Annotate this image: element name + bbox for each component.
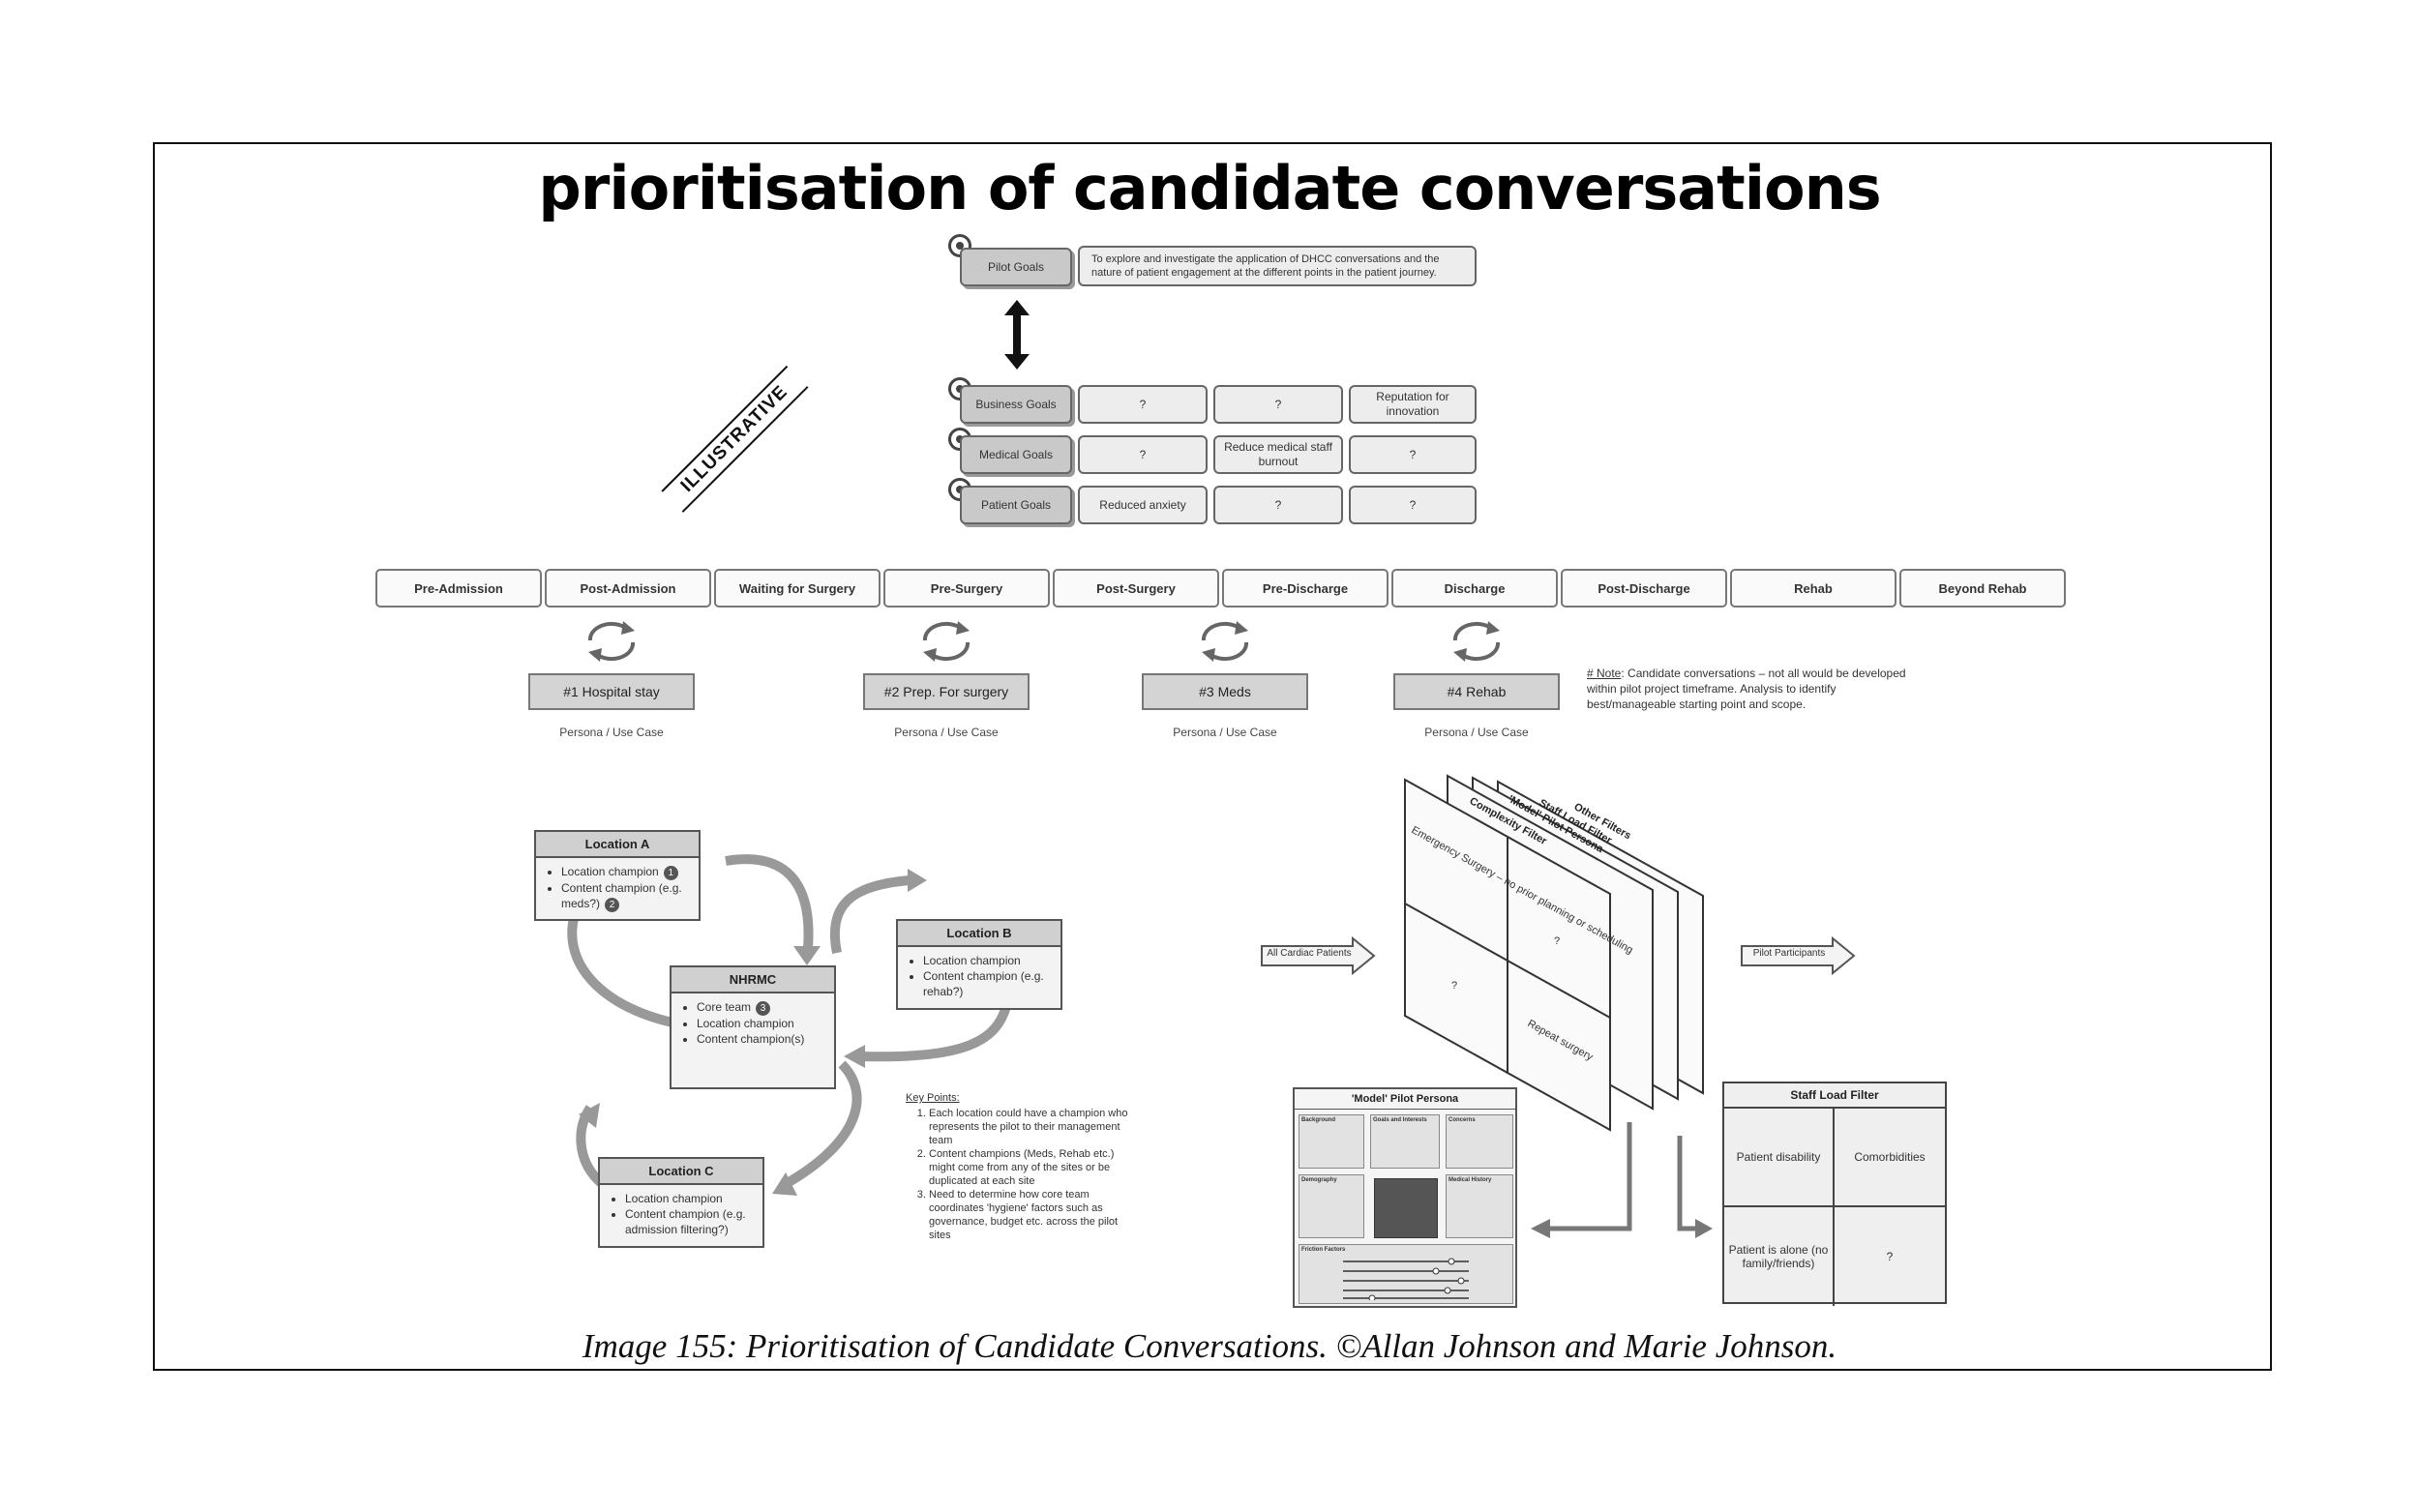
cycle-icon <box>1201 621 1249 662</box>
business-goal-cell: Reputation for innovation <box>1349 385 1477 424</box>
note-text: : Candidate conversations – not all woul… <box>1587 667 1906 711</box>
key-points-title: Key Points: <box>906 1092 960 1104</box>
location-title: Location A <box>536 832 699 858</box>
badge-number: 3 <box>756 1001 771 1016</box>
pilot-goals-label: Pilot Goals <box>960 248 1072 286</box>
location-title: NHRMC <box>672 967 834 993</box>
input-arrow <box>1261 936 1376 975</box>
friction-sliders <box>1343 1258 1469 1300</box>
location-item: Location champion <box>923 953 1060 968</box>
persona-label: Persona / Use Case <box>559 726 664 739</box>
model-persona-title: 'Model' Pilot Persona <box>1295 1089 1515 1110</box>
stage-pre-surgery: Pre-Surgery <box>883 569 1050 608</box>
staff-load-title: Staff Load Filter <box>1724 1083 1945 1109</box>
patient-goals-label: Patient Goals <box>960 486 1072 524</box>
key-point: Each location could have a champion who … <box>929 1107 1128 1147</box>
persona-section: Medical History <box>1446 1174 1513 1238</box>
badge-number: 2 <box>605 898 620 912</box>
complexity-cell: ? <box>1451 980 1457 992</box>
medical-goals-label: Medical Goals <box>960 435 1072 474</box>
location-item: Content champion (e.g. meds?)2 <box>561 880 699 912</box>
staff-load-filter-card: Staff Load Filter Patient disability Com… <box>1722 1082 1947 1306</box>
persona-label: Persona / Use Case <box>1173 726 1277 739</box>
persona-section: Concerns <box>1446 1114 1513 1169</box>
business-goal-cell: ? <box>1078 385 1208 424</box>
location-title: Location B <box>898 921 1060 947</box>
conversation-prep-for-surgery: #2 Prep. For surgery <box>863 673 1030 710</box>
stage-rehab: Rehab <box>1730 569 1896 608</box>
persona-section: Goals and Interests <box>1370 1114 1440 1169</box>
stage-discharge: Discharge <box>1391 569 1558 608</box>
business-goals-label: Business Goals <box>960 385 1072 424</box>
candidate-note: # Note: Candidate conversations – not al… <box>1587 666 1906 712</box>
filter-layers: Other Filters Staff Load Filter 'Model' … <box>1404 774 1704 1132</box>
output-arrow <box>1741 936 1856 975</box>
location-item: Content champion (e.g. rehab?) <box>923 968 1060 999</box>
patient-goal-cell: ? <box>1213 486 1343 524</box>
medical-goal-cell: ? <box>1078 435 1208 474</box>
stage-post-discharge: Post-Discharge <box>1561 569 1727 608</box>
staff-load-cell: Patient disability <box>1724 1109 1835 1207</box>
badge-number: 1 <box>663 866 678 880</box>
key-points: Key Points: Each location could have a c… <box>906 1091 1128 1242</box>
stage-waiting-for-surgery: Waiting for Surgery <box>714 569 881 608</box>
pilot-goals-text: To explore and investigate the applicati… <box>1078 246 1477 286</box>
location-item: Content champion (e.g. admission filteri… <box>625 1206 762 1237</box>
staff-load-cell: ? <box>1886 1250 1894 1263</box>
key-point: Content champions (Meds, Rehab etc.) mig… <box>929 1147 1128 1188</box>
page-title: prioritisation of candidate conversation… <box>538 153 1881 223</box>
persona-label: Persona / Use Case <box>894 726 999 739</box>
stage-beyond-rehab: Beyond Rehab <box>1899 569 2066 608</box>
complexity-cell: ? <box>1554 935 1560 947</box>
stage-pre-admission: Pre-Admission <box>375 569 542 608</box>
persona-label: Persona / Use Case <box>1424 726 1529 739</box>
stage-post-admission: Post-Admission <box>545 569 711 608</box>
model-persona-card: 'Model' Pilot Persona Background Goals a… <box>1293 1087 1517 1308</box>
cycle-icon <box>1452 621 1501 662</box>
location-item: Location champion <box>697 1016 834 1031</box>
location-b-card: Location B Location champion Content cha… <box>896 919 1062 1010</box>
connector-arrows <box>1531 1122 1713 1238</box>
staff-load-cell: Patient is alone (no family/friends) <box>1724 1207 1835 1306</box>
double-arrow-icon <box>1004 300 1030 370</box>
persona-section: Demography <box>1299 1174 1364 1238</box>
location-item: Location champion <box>625 1191 762 1206</box>
stage-pre-discharge: Pre-Discharge <box>1222 569 1389 608</box>
patient-goal-cell: ? <box>1349 486 1477 524</box>
key-point: Need to determine how core team coordina… <box>929 1188 1128 1242</box>
note-label: # Note <box>1587 667 1622 680</box>
location-c-card: Location C Location champion Content cha… <box>598 1157 764 1248</box>
output-label: Pilot Participants <box>1752 948 1826 959</box>
conversation-rehab: #4 Rehab <box>1393 673 1560 710</box>
persona-section: Friction Factors <box>1299 1244 1513 1304</box>
persona-section: Background <box>1299 1114 1364 1169</box>
persona-photo <box>1374 1178 1438 1238</box>
cycle-icon <box>587 621 636 662</box>
staff-load-cell: Comorbidities <box>1835 1109 1945 1207</box>
location-item: Content champion(s) <box>697 1031 834 1047</box>
conversation-hospital-stay: #1 Hospital stay <box>528 673 695 710</box>
figure-caption: Image 155: Prioritisation of Candidate C… <box>582 1327 1837 1365</box>
medical-goal-cell: ? <box>1349 435 1477 474</box>
input-label: All Cardiac Patients <box>1267 948 1352 959</box>
business-goal-cell: ? <box>1213 385 1343 424</box>
location-title: Location C <box>600 1159 762 1185</box>
conversation-meds: #3 Meds <box>1142 673 1308 710</box>
medical-goal-cell: Reduce medical staff burnout <box>1213 435 1343 474</box>
cycle-icon <box>922 621 971 662</box>
stage-post-surgery: Post-Surgery <box>1053 569 1219 608</box>
patient-goal-cell: Reduced anxiety <box>1078 486 1208 524</box>
figure-frame <box>153 142 2272 1371</box>
